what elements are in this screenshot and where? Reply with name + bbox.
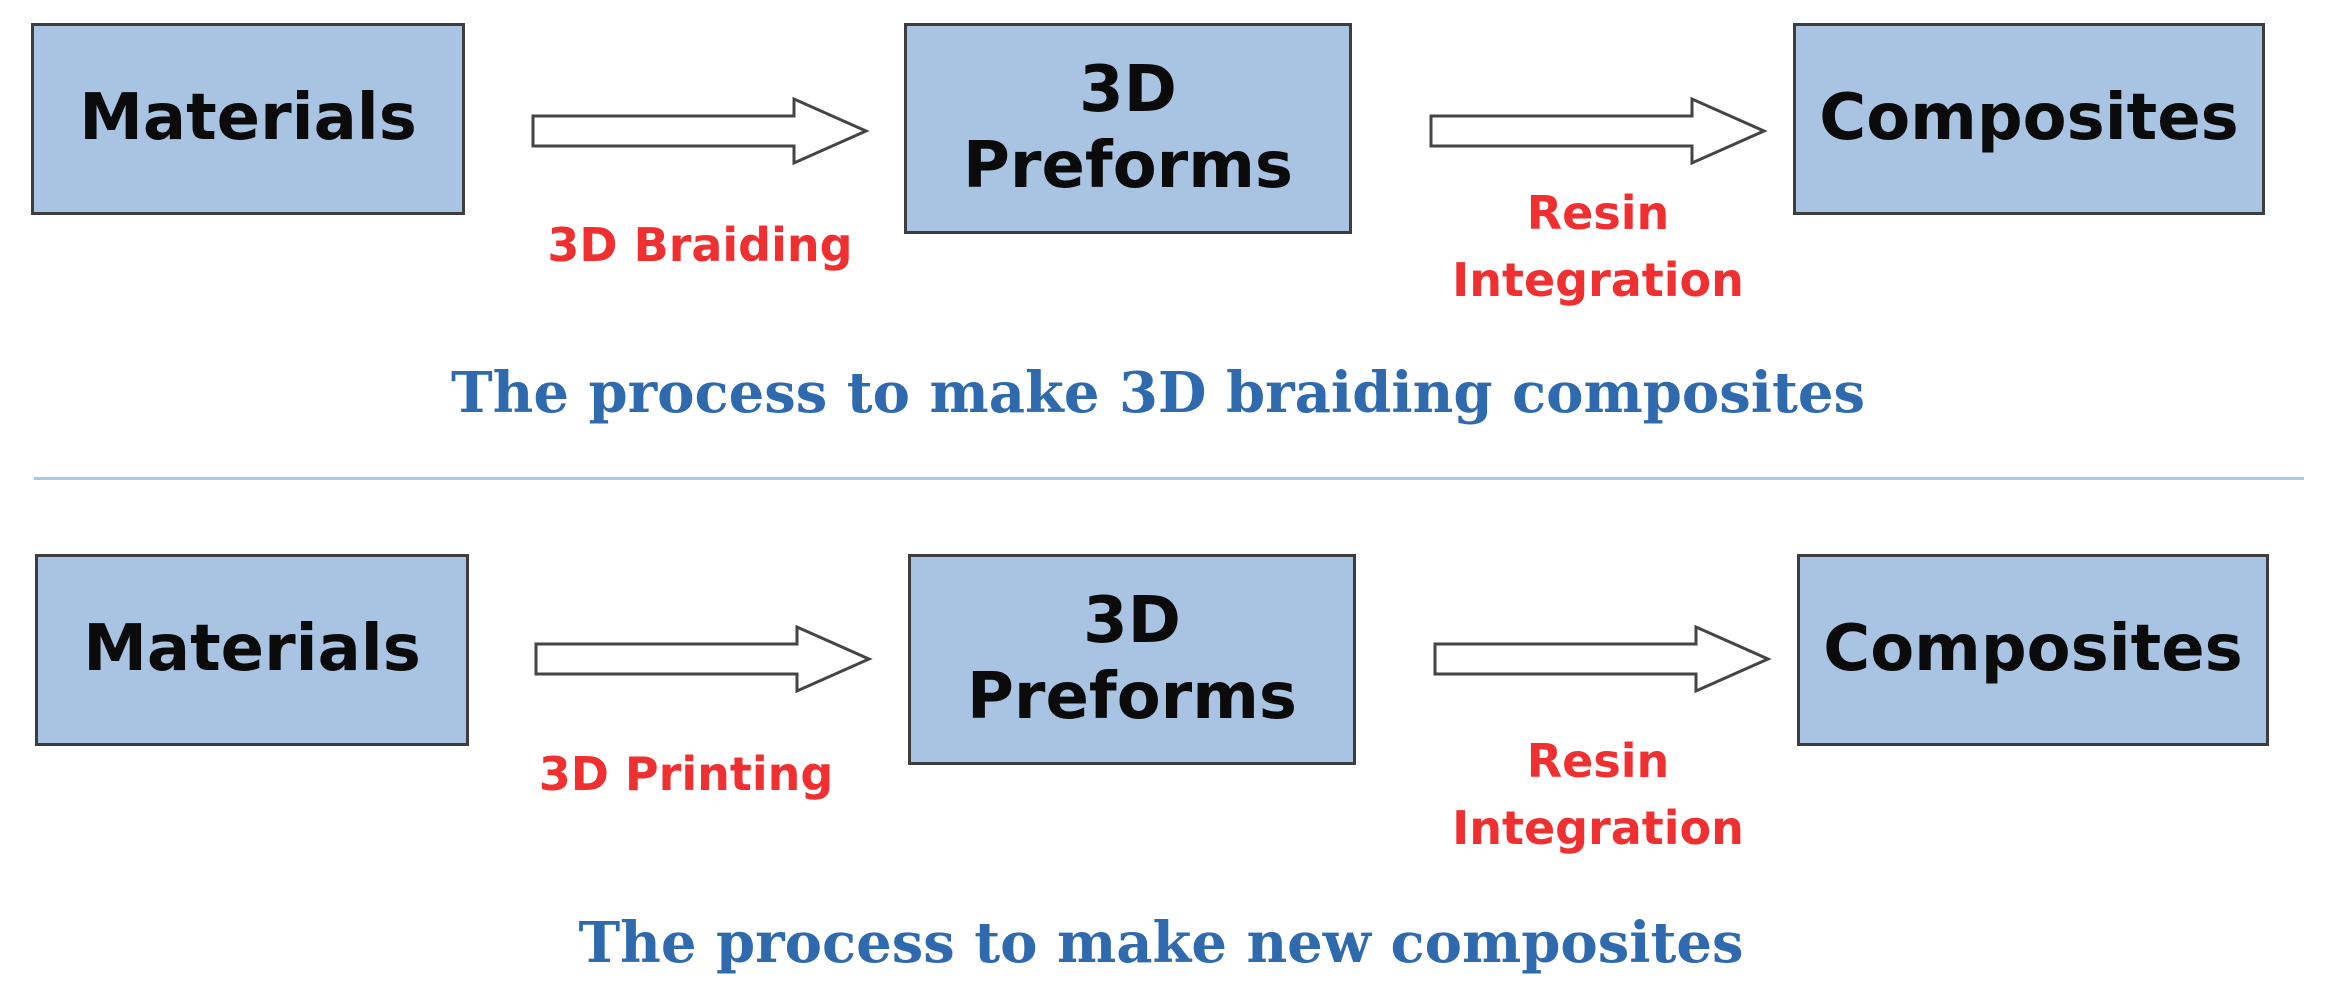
materials-box: Materials [35, 554, 469, 746]
arrow-right-icon [534, 624, 873, 694]
composites-box: Composites [1793, 23, 2265, 215]
node-label: 3D Preforms [966, 583, 1298, 734]
divider [34, 477, 2304, 480]
bottom-caption: The process to make new composites [578, 910, 1744, 976]
step-label-printing: 3D Printing [538, 747, 834, 801]
node-label: Composites [1823, 612, 2243, 687]
step-label-braiding: 3D Braiding [547, 218, 853, 272]
step-label-resin-integration: Resin Integration [1452, 186, 1744, 307]
step-label-resin-integration: Resin Integration [1452, 734, 1744, 855]
node-label: Materials [83, 612, 421, 687]
node-label: Composites [1819, 81, 2239, 156]
node-label: Materials [79, 81, 417, 156]
materials-box: Materials [31, 23, 465, 215]
top-caption: The process to make 3D braiding composit… [450, 360, 1866, 426]
arrow-right-icon [1433, 624, 1772, 694]
node-label: 3D Preforms [962, 52, 1294, 203]
arrow-right-icon [531, 96, 870, 166]
preforms-box: 3D Preforms [904, 23, 1352, 234]
composites-box: Composites [1797, 554, 2269, 746]
arrow-right-icon [1429, 96, 1768, 166]
preforms-box: 3D Preforms [908, 554, 1356, 765]
